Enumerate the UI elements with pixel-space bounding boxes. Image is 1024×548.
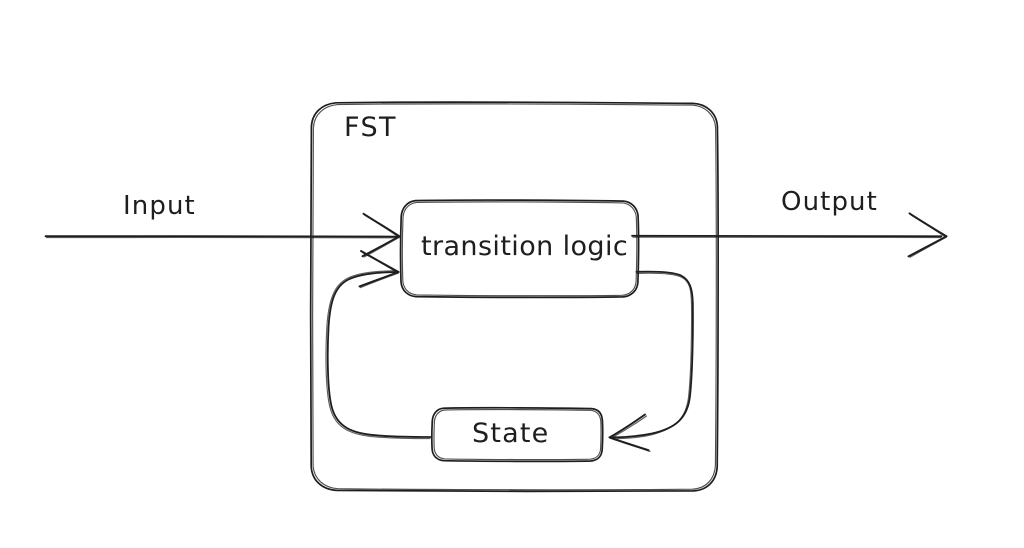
transition-logic-to-state-connector[interactable] bbox=[608, 270, 694, 452]
state-to-transition-logic-connector[interactable] bbox=[325, 250, 432, 440]
fst-container-shape[interactable] bbox=[309, 101, 719, 493]
state-box-shape[interactable] bbox=[430, 406, 604, 463]
fst-container-label: FST bbox=[344, 112, 397, 143]
transition-logic-box-shape[interactable] bbox=[399, 199, 640, 299]
input-connector[interactable] bbox=[44, 212, 401, 258]
transition-logic-node-label: transition logic bbox=[421, 231, 629, 262]
output-connector[interactable] bbox=[631, 212, 948, 258]
state-node-label: State bbox=[472, 418, 550, 449]
output-port-label: Output bbox=[781, 187, 878, 217]
input-port-label: Input bbox=[123, 191, 196, 221]
